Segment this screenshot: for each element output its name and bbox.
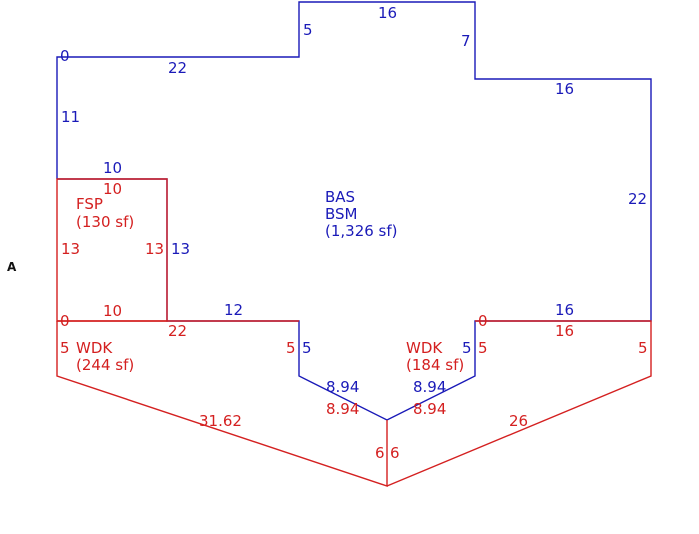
dim-red-vert-left: 6 (375, 444, 385, 462)
marker-label: A (7, 260, 17, 274)
wdk-left-outline (56, 320, 388, 487)
dim-blue-top-left: 22 (168, 59, 187, 77)
dim-red-diag-mid-left: 8.94 (326, 400, 359, 418)
dim-blue-right-side: 22 (628, 190, 647, 208)
dim-red-fsp-bottom: 10 (103, 302, 122, 320)
dim-red-diag-right-long: 26 (509, 412, 528, 430)
dim-red-wdk-right-side: 5 (638, 339, 648, 357)
dim-red-vert-right: 6 (390, 444, 400, 462)
dim-blue-fsp-top: 10 (103, 159, 122, 177)
dim-blue-bottom-right: 16 (555, 301, 574, 319)
dim-blue-diag-right: 8.94 (413, 378, 446, 396)
fsp-area-label: (130 sf) (76, 213, 134, 231)
dim-red-wdk-right-top: 16 (555, 322, 574, 340)
dim-red-fsp-right: 13 (145, 240, 164, 258)
dim-red-wdk-left-top: 22 (168, 322, 187, 340)
bsm-code-label: BSM (325, 205, 358, 223)
dim-red-wdk-left-inner: 5 (286, 339, 296, 357)
dim-blue-upper-right-step: 7 (461, 32, 471, 50)
dim-blue-upper-left-step: 5 (303, 21, 313, 39)
dim-blue-diag-left: 8.94 (326, 378, 359, 396)
bas-code-label: BAS (325, 188, 355, 206)
dim-blue-top-right: 16 (555, 80, 574, 98)
wdk-right-outline (386, 320, 652, 487)
dim-blue-top: 16 (378, 4, 397, 22)
dim-red-diag-long: 31.62 (199, 412, 242, 430)
wdk-left-code-label: WDK (76, 339, 113, 357)
dim-blue-fsp-right: 13 (171, 240, 190, 258)
wdk-right-code-label: WDK (406, 339, 443, 357)
dim-red-wdk-right-inner: 5 (478, 339, 488, 357)
dim-red-fsp-left: 13 (61, 240, 80, 258)
dim-blue-center-right-step: 5 (462, 339, 472, 357)
fsp-code-label: FSP (76, 195, 103, 213)
dim-blue-bottom-mid: 12 (224, 301, 243, 319)
dim-red-fsp-top: 10 (103, 180, 122, 198)
dim-red-wdk-left-side: 5 (60, 339, 70, 357)
dim-blue-center-left-step: 5 (302, 339, 312, 357)
dim-blue-corner-zero: 0 (60, 47, 70, 65)
wdk-right-area-label: (184 sf) (406, 356, 464, 374)
bas-area-label: (1,326 sf) (325, 222, 398, 240)
dim-red-corner-zero-left: 0 (60, 312, 70, 330)
wdk-left-area-label: (244 sf) (76, 356, 134, 374)
dim-blue-left-upper: 11 (61, 108, 80, 126)
dim-red-diag-mid-right: 8.94 (413, 400, 446, 418)
dim-red-corner-zero-right: 0 (478, 312, 488, 330)
